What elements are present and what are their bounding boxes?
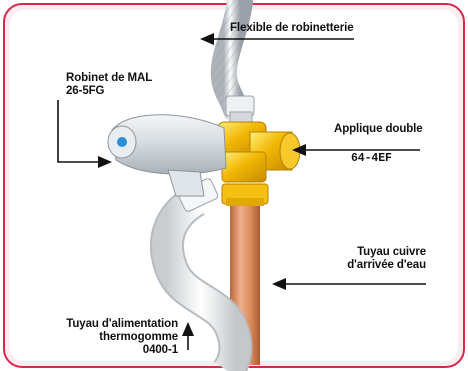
label-applique-ref: 64-4EF — [351, 152, 392, 165]
label-flexible: Flexible de robinetterie — [230, 22, 354, 35]
label-robinet-name: Robinet de MAL — [66, 72, 152, 85]
label-tuyau-alim: Tuyau d'alimentation thermogomme 0400-1 — [66, 318, 178, 357]
label-tuyau-cuivre-line1: Tuyau cuivre — [347, 246, 426, 259]
label-robinet: Robinet de MAL 26-5FG — [66, 72, 152, 98]
label-robinet-ref: 26-5FG — [66, 85, 152, 98]
label-applique-name: Applique double — [334, 123, 423, 136]
label-tuyau-cuivre: Tuyau cuivre d'arrivée d'eau — [347, 246, 426, 272]
label-tuyau-cuivre-line2: d'arrivée d'eau — [347, 259, 426, 272]
label-applique: Applique double — [334, 123, 423, 136]
label-tuyau-alim-line3: 0400-1 — [66, 344, 178, 357]
label-tuyau-alim-line2: thermogomme — [66, 331, 178, 344]
label-tuyau-alim-line1: Tuyau d'alimentation — [66, 318, 178, 331]
